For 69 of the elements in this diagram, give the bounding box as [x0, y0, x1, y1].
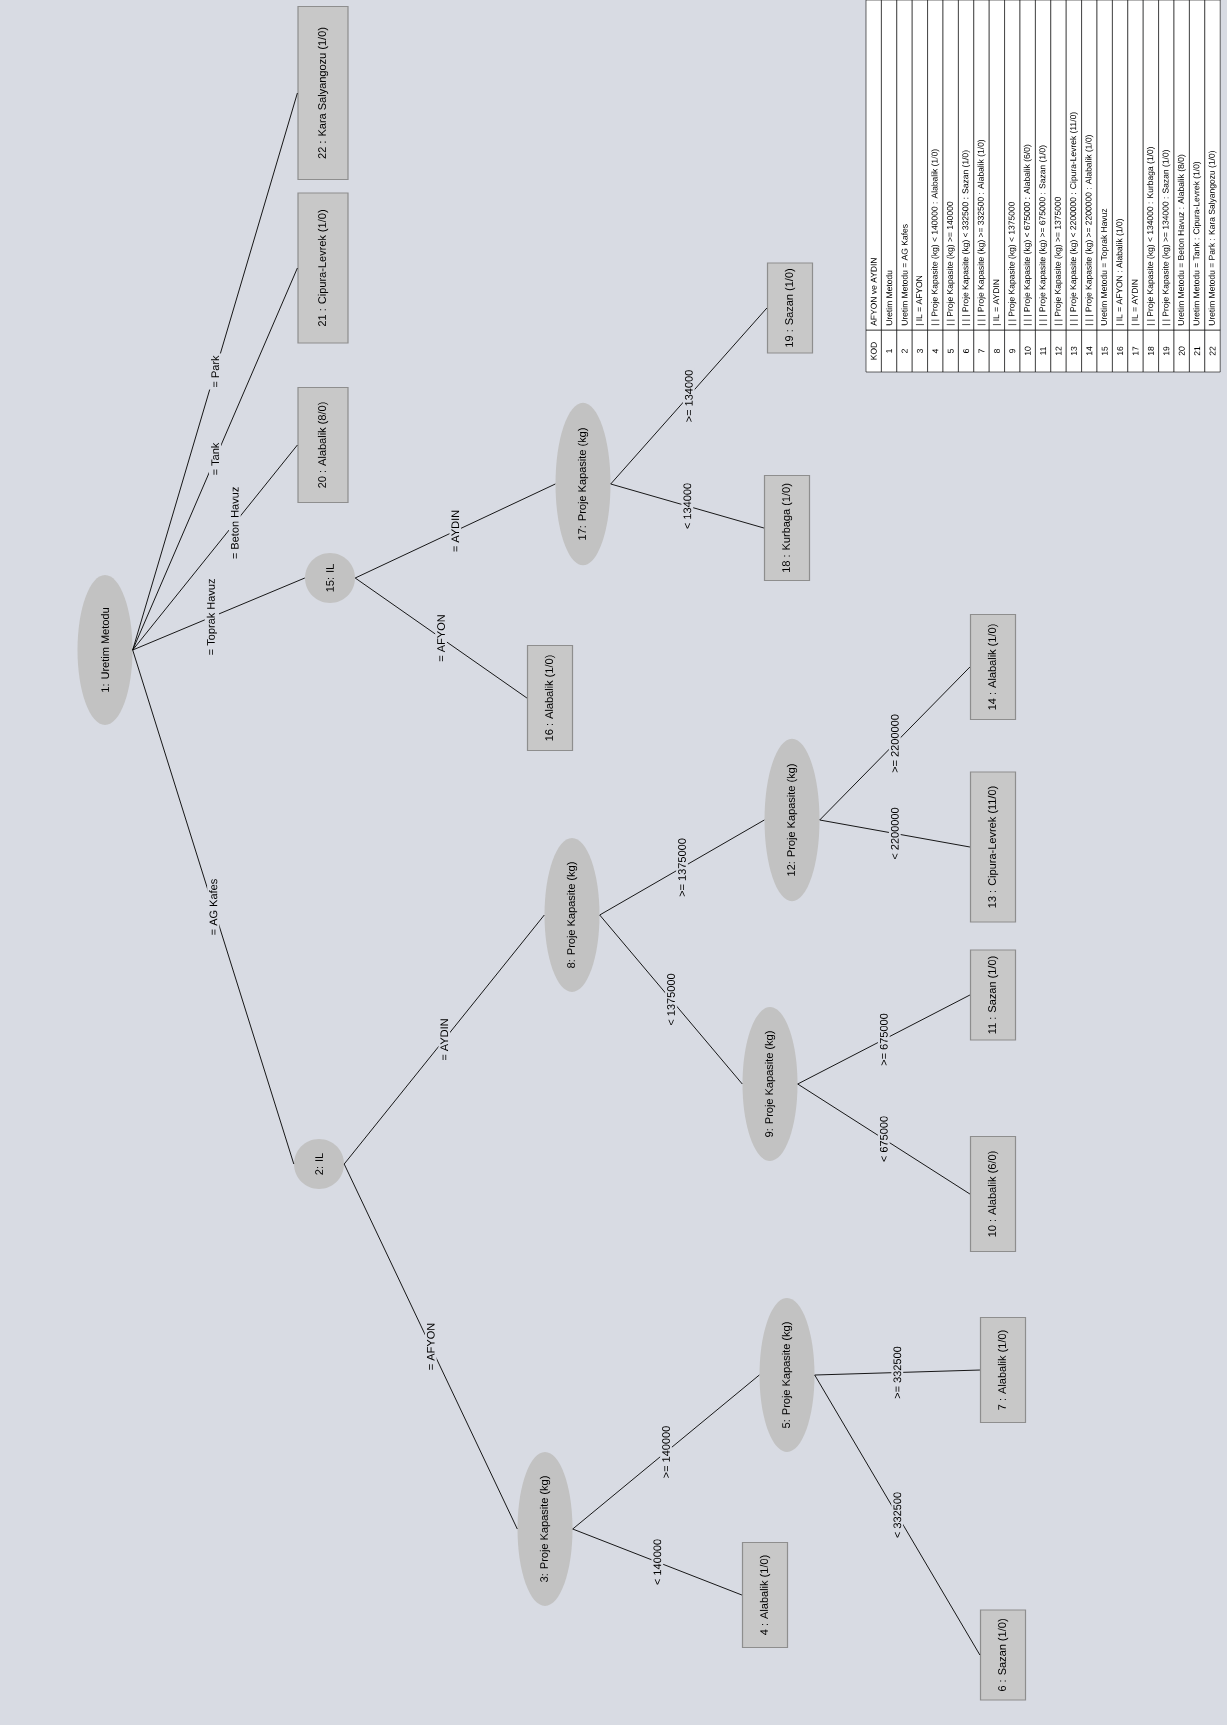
- edge-label: = AYDIN: [449, 507, 462, 555]
- table-cell: 3: [911, 329, 928, 373]
- branch-line: [610, 307, 768, 485]
- table-cell: 8: [988, 329, 1005, 373]
- leaf-box: 14 : Alabalik (1/0): [969, 613, 1017, 721]
- branch-line: [132, 444, 298, 651]
- leaf-box: 6 : Sazan (1/0): [979, 1609, 1027, 1701]
- leaf-box: 16 : Alabalik (1/0): [526, 644, 574, 752]
- table-cell: 5: [942, 329, 959, 373]
- branch-line: [132, 649, 295, 1165]
- branch-line: [599, 819, 765, 916]
- branch-line: [814, 1374, 981, 1656]
- edge-label: = AYDIN: [438, 1016, 451, 1063]
- branch-line: [797, 994, 971, 1085]
- branch-line: [610, 483, 765, 529]
- edge-label: < 140000: [651, 1536, 664, 1588]
- branch-line: [814, 1369, 981, 1376]
- branch-line: [132, 92, 298, 651]
- branch-line: [572, 1528, 743, 1596]
- edge-label: < 134000: [681, 480, 694, 532]
- edge-label: = AG Kafes: [207, 876, 220, 938]
- branch-line: [599, 914, 743, 1085]
- table-cell: 20: [1173, 329, 1190, 373]
- table-cell: 17: [1127, 329, 1144, 373]
- leaf-box: 22 : Kara Salyangozu (1/0): [297, 5, 349, 181]
- branch-line: [354, 483, 556, 579]
- table-cell: 11: [1035, 329, 1052, 373]
- leaf-box: 20 : Alabalik (8/0): [297, 386, 349, 504]
- table-cell: 14: [1081, 329, 1098, 373]
- edge-label: >= 1375000: [676, 836, 688, 899]
- leaf-box: 7 : Alabalik (1/0): [979, 1316, 1027, 1424]
- leaf-box: 18 : Kurbaga (1/0): [763, 474, 811, 582]
- branch-line: [819, 666, 971, 821]
- edge-label: < 332500: [891, 1489, 904, 1541]
- branch-line: [354, 577, 528, 699]
- leaf-box: 21 : Cipura-Levrek (1/0): [297, 192, 349, 344]
- branch-line: [819, 819, 971, 848]
- leaf-box: 19 : Sazan (1/0): [766, 262, 814, 354]
- leaf-box: 10 : Alabalik (6/0): [969, 1135, 1017, 1253]
- table-cell: 21: [1189, 329, 1206, 373]
- table-cell: 1: [881, 329, 898, 373]
- table-cell: 22: [1204, 329, 1221, 373]
- branch-line: [343, 914, 545, 1165]
- leaf-box: 4 : Alabalik (1/0): [741, 1541, 789, 1649]
- table-cell: 19: [1158, 329, 1175, 373]
- edge-label: >= 140000: [660, 1423, 672, 1481]
- table-cell: 13: [1065, 329, 1082, 373]
- edge-label: = AFYON: [435, 612, 447, 664]
- table-cell: 15: [1096, 329, 1113, 373]
- table-cell: 4: [927, 329, 944, 373]
- table-cell: 18: [1142, 329, 1159, 373]
- table-cell: 9: [1004, 329, 1021, 373]
- branch-line: [132, 577, 306, 651]
- branch-line: [343, 1163, 518, 1530]
- edge-label: >= 332500: [891, 1344, 904, 1401]
- edge-label: < 1375000: [665, 971, 677, 1028]
- branch-line: [797, 1083, 971, 1195]
- table-cell: KOD: [865, 329, 882, 373]
- edge-label: = Park: [209, 353, 222, 390]
- edge-label: = Tank: [209, 440, 222, 478]
- table-cell: 2: [896, 329, 913, 373]
- table-cell: 10: [1019, 329, 1036, 373]
- table-cell: 12: [1050, 329, 1067, 373]
- table-cell: 6: [958, 329, 975, 373]
- branch-line: [572, 1374, 760, 1530]
- table-cell: 7: [973, 329, 990, 373]
- leaf-box: 11 : Sazan (1/0): [969, 949, 1017, 1041]
- leaf-box: 13 : Cipura-Levrek (11/0): [969, 771, 1017, 923]
- table-cell: 16: [1112, 329, 1129, 373]
